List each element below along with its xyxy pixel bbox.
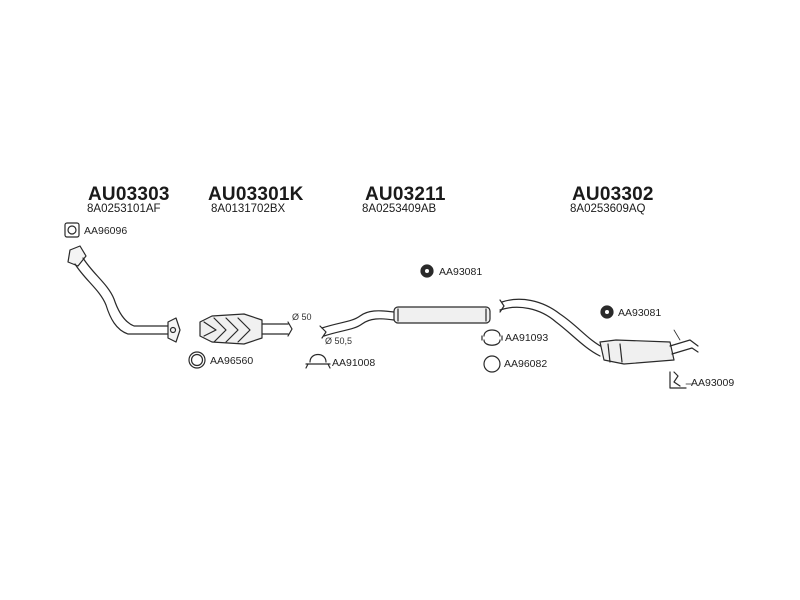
accessory-code: AA91008 — [332, 357, 376, 369]
rubber-hanger-icon — [420, 264, 434, 278]
flange-gasket-icon — [64, 222, 80, 238]
clamp-icon — [305, 353, 331, 369]
ring-gasket-icon — [188, 351, 206, 369]
oe-number: 8A0131702BX — [211, 203, 286, 215]
accessory-code: AA93009 — [691, 377, 735, 389]
accessory-code: AA93081 — [439, 266, 483, 278]
middle-silencer-drawing — [319, 306, 491, 339]
leader-line — [673, 329, 681, 341]
oe-number: 8A0253609AQ — [570, 203, 646, 215]
part-number: AU03301K — [208, 184, 304, 205]
part-number: AU03302 — [572, 184, 654, 205]
bracket-icon — [669, 371, 687, 389]
diameter-label: Ø 50,5 — [325, 336, 353, 346]
diameter-label: Ø 50 — [292, 312, 312, 322]
rear-silencer-drawing — [499, 298, 699, 365]
catalytic-converter-drawing — [199, 313, 293, 345]
oe-number: 8A0253409AB — [362, 203, 437, 215]
ring-gasket-icon — [483, 355, 501, 373]
oe-number: 8A0253101AF — [87, 203, 161, 215]
accessory-code: AA96096 — [84, 225, 128, 237]
clamp-icon — [481, 329, 503, 346]
part-number: AU03211 — [365, 184, 446, 205]
part-number: AU03303 — [88, 184, 170, 205]
accessory-code: AA96560 — [210, 355, 254, 367]
accessory-code: AA96082 — [504, 358, 548, 370]
rubber-hanger-icon — [600, 305, 614, 319]
accessory-code: AA93081 — [618, 307, 662, 319]
front-pipe-drawing — [67, 245, 181, 343]
accessory-code: AA91093 — [505, 332, 549, 344]
